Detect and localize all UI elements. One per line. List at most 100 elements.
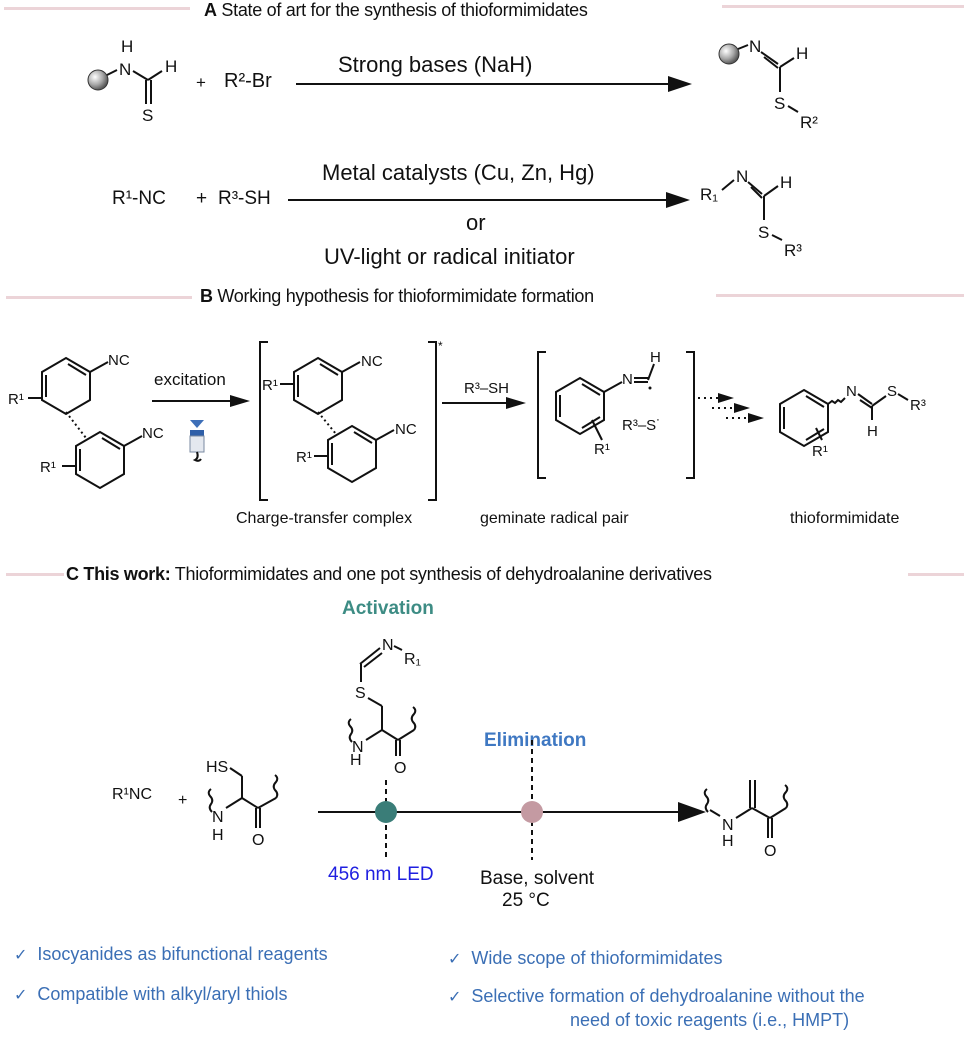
isocyanide-group: NC <box>108 352 130 369</box>
reaction-conditions-bottom: UV-light or radical initiator <box>324 244 575 269</box>
solid-support-bead <box>87 69 109 91</box>
atom-o: O <box>252 832 264 849</box>
substituent-r1: R₁ <box>404 651 421 668</box>
atom-n: N <box>749 37 761 56</box>
atom-n: N <box>846 383 857 400</box>
caption-charge-transfer-complex: Charge-transfer complex <box>236 510 413 527</box>
reaction-conditions-top: Metal catalysts (Cu, Zn, Hg) <box>322 160 595 185</box>
check-icon: ✓ <box>448 951 462 968</box>
thioformimidate-product-structure: N S R³ H R¹ <box>779 383 926 460</box>
activated-cysteine-structure: N R₁ S N <box>347 637 421 756</box>
thiyl-radical: R³–S˙ <box>622 417 661 434</box>
thiol-reagent-label: R³–SH <box>464 380 510 397</box>
check-icon: ✓ <box>448 989 462 1006</box>
atom-n: N <box>352 739 364 756</box>
feature-item: ✓Isocyanides as bifunctional reagents <box>14 944 328 965</box>
substituent-r1: R¹ <box>40 459 56 476</box>
dashed-arrows <box>698 393 764 423</box>
atom-n: N <box>736 167 748 186</box>
atom-o: O <box>764 843 776 860</box>
atom-n: N <box>212 809 224 826</box>
divider-line <box>716 294 964 297</box>
section-title-text: Working hypothesis for thioformimidate f… <box>217 286 594 306</box>
divider-line <box>4 7 190 10</box>
feature-item: ✓ Selective formation of dehydroalanine w… <box>448 986 865 1007</box>
process-timeline-arrow <box>318 740 706 860</box>
atom-h: H <box>121 37 133 56</box>
atom-n: N <box>622 371 633 388</box>
isocyanide-group: NC <box>142 425 164 442</box>
charge-transfer-complex-structure: * NC R¹ NC R¹ <box>259 339 443 501</box>
feature-text: Wide scope of thioformimidates <box>471 948 723 968</box>
section-title-text: Thioformimidates and one pot synthesis o… <box>170 564 712 584</box>
stacked-aryl-isocyanides: NC R¹ NC R¹ <box>8 352 164 490</box>
reaction-arrow <box>296 76 692 92</box>
geminate-radical-pair-structure: N H R¹ R³–S˙ <box>537 349 695 479</box>
atom-s: S <box>758 223 769 242</box>
divider-line <box>908 573 964 576</box>
section-letter: B <box>200 286 213 306</box>
atom-o: O <box>394 760 407 777</box>
substituent-r2: R² <box>800 113 818 132</box>
conditions-or: or <box>466 210 486 235</box>
reaction-arrow <box>288 192 690 208</box>
substituent-r1: R¹ <box>8 391 24 408</box>
isocyanide-group: NC <box>395 421 417 438</box>
atom-s: S <box>142 106 153 125</box>
cysteine-peptide-structure: HS N H O <box>206 759 279 849</box>
solid-support-bead <box>718 43 740 65</box>
check-icon: ✓ <box>14 947 28 964</box>
atom-h: H <box>722 833 734 850</box>
reaction-conditions: Strong bases (NaH) <box>338 52 533 77</box>
atom-hs: HS <box>206 759 228 776</box>
feature-text: Selective formation of dehydroalanine wi… <box>471 986 865 1006</box>
atom-h: H <box>212 827 224 844</box>
substituent-r1: R¹ <box>262 377 278 394</box>
thiol-reactant: R³-SH <box>218 188 271 209</box>
reaction-arrow <box>442 397 526 409</box>
atom-h: H <box>780 173 792 192</box>
led-lamp-icon <box>189 420 205 462</box>
excitation-label: excitation <box>154 370 226 389</box>
section-a-title: A State of art for the synthesis of thio… <box>204 0 588 21</box>
atom-h: H <box>796 44 808 63</box>
reaction-arrow <box>152 395 250 407</box>
activation-dot <box>375 801 397 823</box>
thioformamide-structure: N H H S <box>87 37 177 125</box>
feature-item-continuation: need of toxic reagents (i.e., HMPT) <box>570 1010 849 1031</box>
atom-n: N <box>119 60 131 79</box>
atom-s: S <box>887 383 897 400</box>
section-title-bold: This work: <box>83 564 171 584</box>
section-title-text: State of art for the synthesis of thiofo… <box>221 0 588 20</box>
elimination-condition-temperature: 25 °C <box>502 890 550 911</box>
caption-geminate-radical-pair: geminate radical pair <box>480 510 629 527</box>
feature-text: need of toxic reagents (i.e., HMPT) <box>570 1010 850 1030</box>
substituent-r3: R³ <box>910 397 926 414</box>
atom-h: H <box>650 349 661 366</box>
feature-item: ✓Compatible with alkyl/aryl thiols <box>14 984 288 1005</box>
radical-dot <box>648 386 652 390</box>
atom-s: S <box>774 94 785 113</box>
substituent-r1: R¹ <box>296 449 312 466</box>
feature-text: Compatible with alkyl/aryl thiols <box>37 984 288 1004</box>
atom-h: H <box>165 57 177 76</box>
thioformimidate-product-structure: R₁ N H S R³ <box>700 167 802 260</box>
section-b-title: B Working hypothesis for thioformimidate… <box>200 286 594 307</box>
section-c-title: C This work: Thioformimidates and one po… <box>66 564 712 585</box>
section-letter: C <box>66 564 79 584</box>
isocyanide-reactant: R¹-NC <box>112 188 166 209</box>
divider-line <box>722 5 964 8</box>
plus-sign: + <box>196 73 206 92</box>
substituent-r3: R³ <box>784 241 802 260</box>
plus-sign: + <box>196 188 208 209</box>
alkyl-bromide: R²-Br <box>224 70 272 92</box>
substituent-r1: R¹ <box>812 443 828 460</box>
atom-h: H <box>350 752 362 769</box>
activation-condition: 456 nm LED <box>328 864 434 885</box>
excited-state-mark: * <box>438 339 443 353</box>
thioformimidate-product-structure: N H S R² <box>718 37 818 132</box>
divider-line <box>6 296 192 299</box>
elimination-dot <box>521 801 543 823</box>
dehydroalanine-product-structure: N H O <box>703 780 789 860</box>
divider-line <box>6 573 64 576</box>
